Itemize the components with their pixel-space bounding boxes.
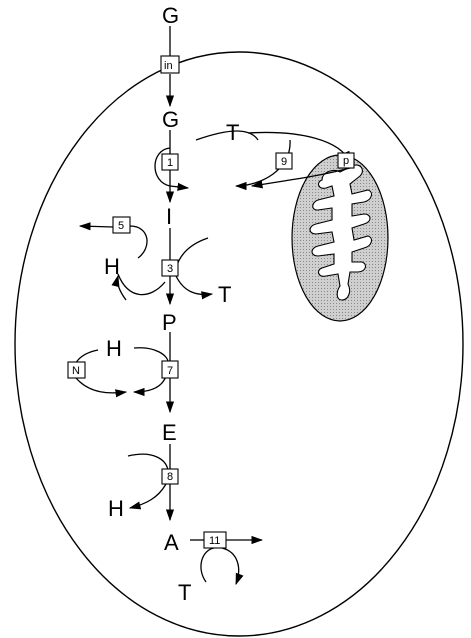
label-t-bottom: T xyxy=(178,580,191,605)
arc-step3-right-in xyxy=(176,238,208,268)
arc-t-to-11 xyxy=(201,548,214,582)
label-h-left: H xyxy=(104,254,120,279)
svg-text:9: 9 xyxy=(281,156,287,168)
arc-11-to-down xyxy=(222,548,239,584)
box-step9: 9 xyxy=(276,153,292,169)
arc-h-to-7 xyxy=(134,348,168,362)
label-h-step7: H xyxy=(106,336,122,361)
label-e: E xyxy=(162,420,177,445)
label-t-step3: T xyxy=(218,282,231,307)
box-step8: 8 xyxy=(162,469,178,484)
svg-text:3: 3 xyxy=(167,263,173,275)
arc-n-to-center xyxy=(76,378,126,393)
svg-text:5: 5 xyxy=(118,220,124,232)
svg-text:7: 7 xyxy=(167,365,173,377)
arc-step5-out xyxy=(80,226,113,227)
arc-step8-in xyxy=(128,454,168,470)
box-step1: 1 xyxy=(162,154,178,170)
label-g-top: G xyxy=(162,3,179,28)
label-p: P xyxy=(162,310,177,335)
box-step5: 5 xyxy=(113,217,130,233)
svg-text:p: p xyxy=(343,155,349,167)
box-step11: 11 xyxy=(204,532,226,548)
arc-step3-right-out xyxy=(176,276,212,294)
arc-3-to-h xyxy=(117,276,126,300)
box-mito-p: p xyxy=(338,153,354,168)
label-a: A xyxy=(164,530,179,555)
svg-text:8: 8 xyxy=(167,471,173,483)
svg-text:N: N xyxy=(72,365,80,377)
arc-step5-loop xyxy=(130,226,147,258)
svg-text:1: 1 xyxy=(167,157,173,169)
box-step3: 3 xyxy=(162,260,178,276)
box-in: in xyxy=(161,56,179,73)
svg-text:in: in xyxy=(164,60,173,72)
arc-h-to-3 xyxy=(118,274,165,295)
arc-step8-out xyxy=(130,484,166,508)
label-g-cell: G xyxy=(162,107,179,132)
box-n: N xyxy=(68,362,85,378)
label-t-top: T xyxy=(226,120,239,145)
label-h-step8: H xyxy=(108,496,124,521)
label-i: I xyxy=(166,204,172,229)
arc-7-to-center xyxy=(134,376,166,392)
box-step7: 7 xyxy=(162,361,178,378)
svg-text:11: 11 xyxy=(209,535,220,547)
